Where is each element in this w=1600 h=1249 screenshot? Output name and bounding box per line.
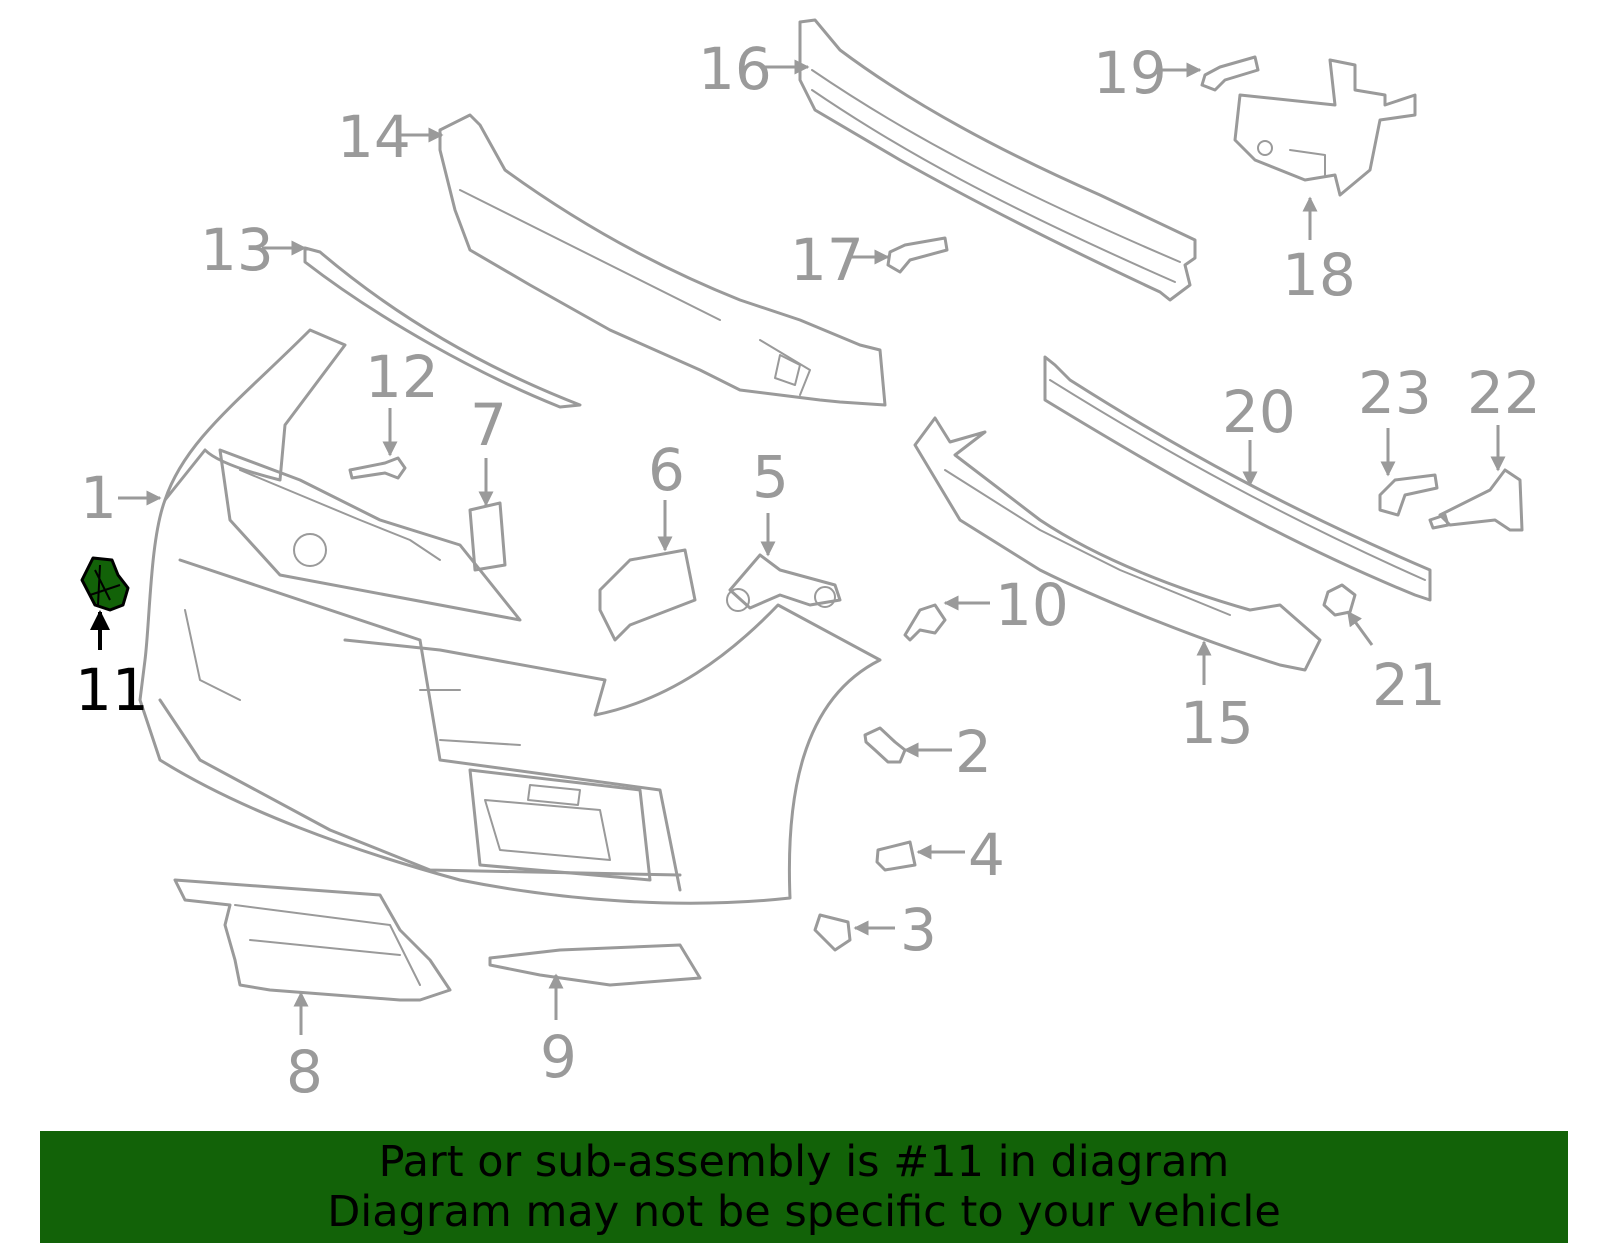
callout-3: 3 xyxy=(900,896,937,964)
callout-17: 17 xyxy=(790,226,864,294)
banner-line-2: Diagram may not be specific to your vehi… xyxy=(327,1187,1281,1237)
callout-2: 2 xyxy=(955,718,992,786)
part-1-bumper-cover xyxy=(138,328,882,905)
part-15-absorber xyxy=(913,416,1322,672)
part-14-absorber xyxy=(438,113,887,407)
callout-7: 7 xyxy=(470,391,507,459)
callout-8: 8 xyxy=(286,1038,323,1106)
callout-10: 10 xyxy=(995,571,1069,639)
callout-20: 20 xyxy=(1222,378,1296,446)
callout-12: 12 xyxy=(365,343,439,411)
callout-4: 4 xyxy=(968,821,1005,889)
callout-9: 9 xyxy=(540,1023,577,1091)
callout-labels: 1 2 3 4 5 6 7 8 9 10 11 12 13 14 15 16 1… xyxy=(75,35,1541,1106)
part-9-lower-strip xyxy=(488,943,702,987)
info-banner: Part or sub-assembly is #11 in diagram D… xyxy=(40,1131,1568,1243)
part-8-lower-grille xyxy=(173,878,452,1002)
part-18-bracket xyxy=(1233,58,1417,197)
callout-11: 11 xyxy=(75,656,149,724)
callout-16: 16 xyxy=(698,35,772,103)
callout-23: 23 xyxy=(1358,359,1432,427)
fasteners xyxy=(348,55,1439,952)
callout-5: 5 xyxy=(752,443,789,511)
callout-18: 18 xyxy=(1282,241,1356,309)
banner-line-1: Part or sub-assembly is #11 in diagram xyxy=(378,1137,1230,1187)
part-16-reinforcement xyxy=(798,18,1197,302)
callout-14: 14 xyxy=(337,103,411,171)
callout-21: 21 xyxy=(1372,651,1446,719)
part-13-molding xyxy=(303,246,582,409)
callout-19: 19 xyxy=(1093,39,1167,107)
part-11-highlighted[interactable] xyxy=(80,556,130,612)
part-22-bracket xyxy=(1428,468,1524,532)
callout-15: 15 xyxy=(1180,689,1254,757)
callout-1: 1 xyxy=(80,464,117,532)
part-20-reinforcement xyxy=(1043,355,1432,602)
callout-22: 22 xyxy=(1467,359,1541,427)
callout-6: 6 xyxy=(648,436,685,504)
callout-13: 13 xyxy=(200,216,274,284)
callout-arrows xyxy=(90,59,1506,1035)
